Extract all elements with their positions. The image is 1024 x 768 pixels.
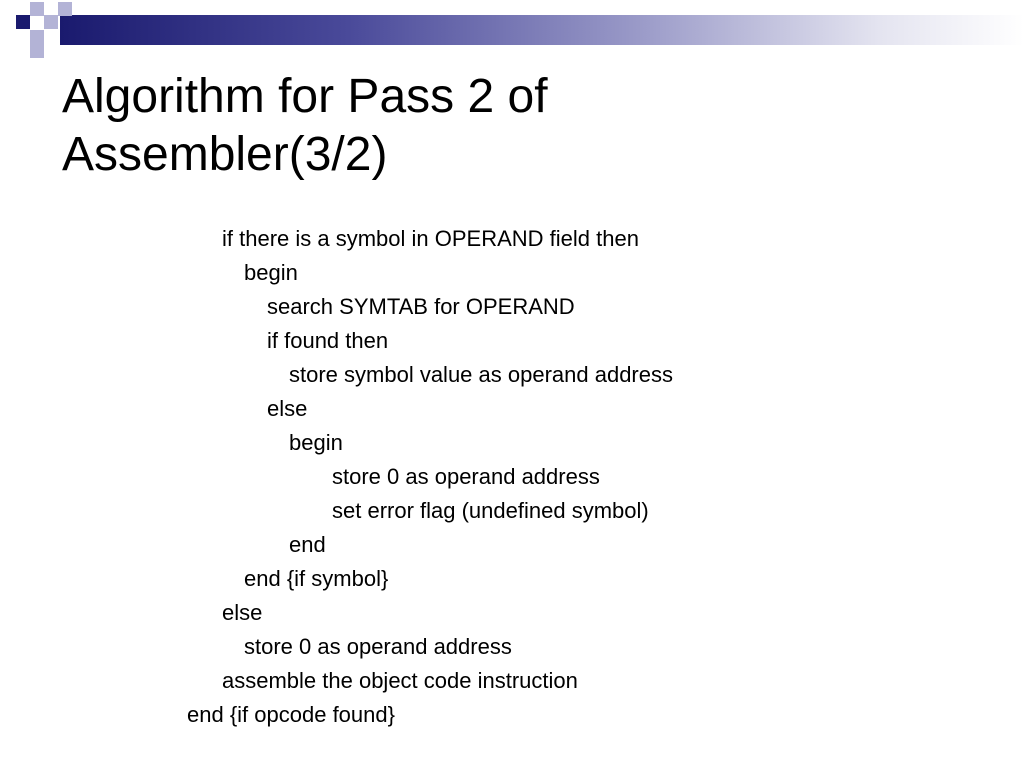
- code-line: else: [267, 396, 308, 421]
- code-line: end: [289, 532, 326, 557]
- decor-square: [30, 30, 44, 44]
- code-line: store 0 as operand address: [332, 464, 600, 489]
- code-line: if found then: [267, 328, 389, 353]
- decor-square: [58, 2, 72, 16]
- code-line: assemble the object code instruction: [222, 668, 578, 693]
- decor-square: [16, 15, 30, 29]
- code-line: if there is a symbol in OPERAND field th…: [222, 226, 639, 251]
- decor-square: [30, 2, 44, 16]
- code-line: begin: [244, 260, 298, 285]
- decor-square: [16, 30, 30, 44]
- decor-square: [44, 30, 58, 44]
- code-line: end {if opcode found}: [187, 702, 395, 727]
- decor-square: [30, 44, 44, 58]
- slide-title-line2: Assembler(3/2): [62, 128, 388, 181]
- code-line: begin: [289, 430, 343, 455]
- code-line: set error flag (undefined symbol): [332, 498, 649, 523]
- decor-square: [44, 15, 58, 29]
- slide-title: Algorithm for Pass 2 of Assembler(3/2): [62, 68, 962, 184]
- code-line: end {if symbol}: [244, 566, 389, 591]
- slide-title-line1: Algorithm for Pass 2 of: [62, 70, 548, 123]
- header-gradient-bar: [60, 15, 1024, 45]
- code-line: store symbol value as operand address: [289, 362, 673, 387]
- code-line: store 0 as operand address: [244, 634, 512, 659]
- code-line: else: [222, 600, 263, 625]
- code-line: search SYMTAB for OPERAND: [267, 294, 575, 319]
